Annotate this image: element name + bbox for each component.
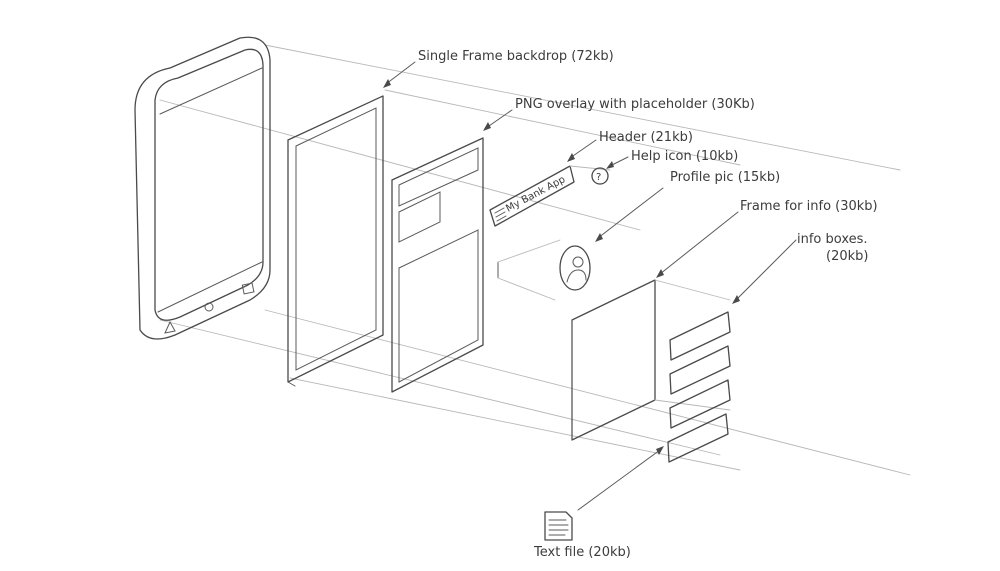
- home-button-icon: [204, 302, 214, 312]
- png-overlay-frame: [391, 137, 484, 393]
- label-header: Header (21kb): [599, 130, 693, 145]
- info-box-1: [669, 311, 731, 361]
- label-text-file: Text file (20kb): [533, 545, 631, 560]
- label-info-boxes: info boxes.: [797, 232, 868, 247]
- label-overlay: PNG overlay with placeholder (30Kb): [515, 97, 755, 112]
- label-info-boxes-size: (20kb): [826, 249, 868, 264]
- annotation-arrows: [383, 61, 797, 511]
- help-glyph: ?: [596, 172, 601, 183]
- info-box-3: [669, 379, 731, 429]
- info-box-4: [667, 413, 729, 463]
- help-icon: ?: [591, 167, 609, 185]
- phone-device: [134, 36, 271, 340]
- label-profile-pic: Profile pic (15kb): [670, 170, 780, 185]
- backdrop-frame: [287, 95, 384, 387]
- label-frame-info: Frame for info (30kb): [740, 199, 878, 214]
- profile-pic-icon: [559, 245, 591, 291]
- guide-lines: [159, 44, 911, 476]
- text-file-icon: [544, 511, 573, 541]
- info-box-2: [669, 345, 731, 395]
- label-help-icon: Help icon (10kb): [631, 149, 738, 164]
- annotation-labels: Single Frame backdrop (72kb) PNG overlay…: [418, 49, 878, 560]
- info-boxes-stack: [667, 311, 731, 463]
- header-app-name: My Bank App: [504, 174, 567, 214]
- back-button-icon: [164, 320, 176, 334]
- info-frame-box: [571, 279, 731, 441]
- recent-apps-icon: [241, 282, 255, 295]
- profile-area-box: [497, 239, 561, 301]
- label-backdrop: Single Frame backdrop (72kb): [418, 49, 614, 64]
